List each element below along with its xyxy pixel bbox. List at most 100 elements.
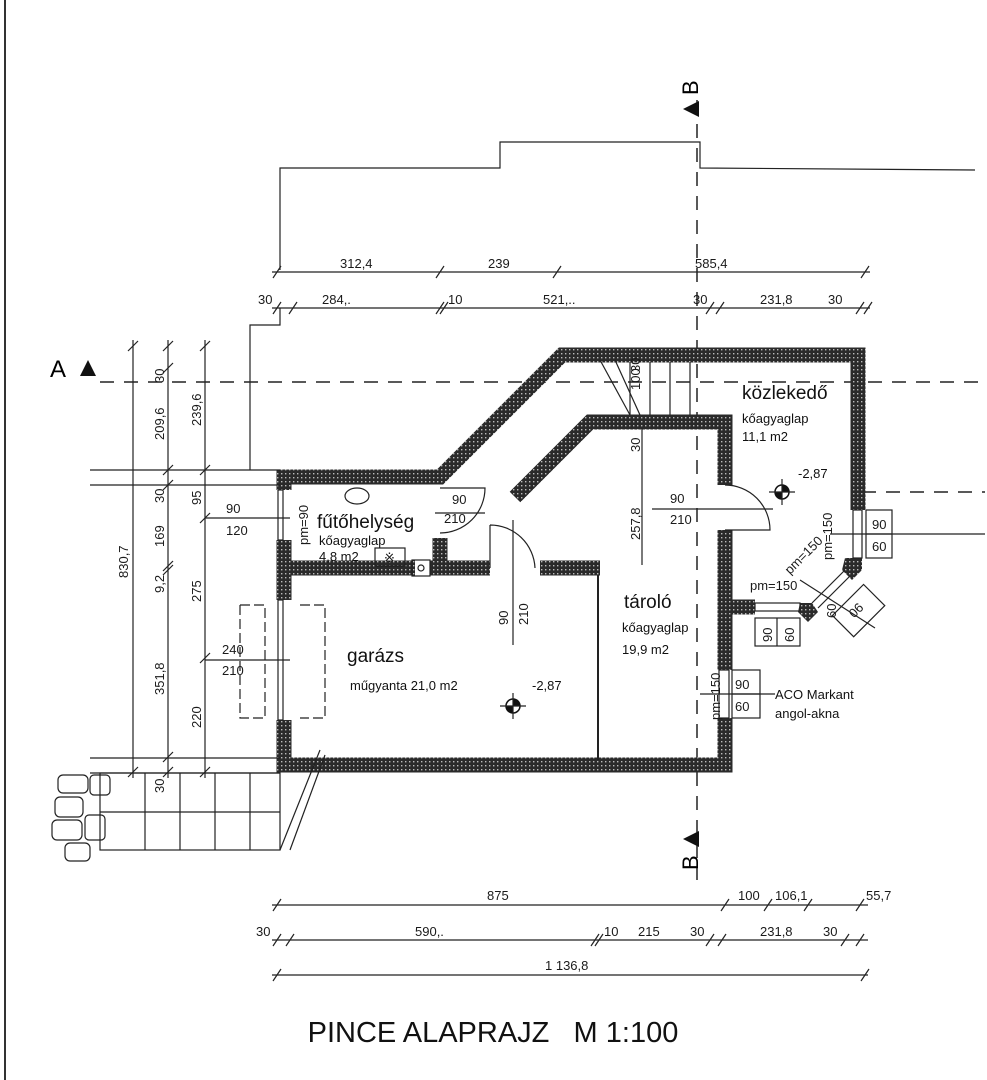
- svg-text:90: 90: [735, 677, 749, 692]
- svg-text:239,6: 239,6: [189, 393, 204, 426]
- svg-text:60: 60: [824, 604, 839, 618]
- stairs: [599, 359, 691, 416]
- svg-text:95: 95: [189, 491, 204, 505]
- svg-text:100: 100: [738, 888, 760, 903]
- triangle-icon: [683, 831, 699, 847]
- aco-annotation-2: angol-akna: [775, 706, 840, 721]
- svg-text:19,9 m2: 19,9 m2: [622, 642, 669, 657]
- svg-text:1 136,8: 1 136,8: [545, 958, 588, 973]
- svg-text:257,8: 257,8: [628, 507, 643, 540]
- svg-text:-2,87: -2,87: [798, 466, 828, 481]
- plan-title: PINCE ALAPRAJZ M 1:100: [308, 1017, 679, 1049]
- outdoor-steps: [51, 749, 326, 862]
- room-futohelyseg: fűtőhelység kőagyaglap 4,8 m2: [317, 512, 414, 564]
- svg-text:11,1 m2: 11,1 m2: [742, 429, 788, 444]
- level-marker-garage: -2,87: [500, 678, 562, 719]
- dim-bottom-1: 875 100 106,1 55,7: [272, 888, 891, 912]
- svg-text:220: 220: [189, 706, 204, 728]
- sink-icon: [344, 487, 370, 505]
- terrace-outline: [249, 308, 281, 470]
- svg-text:106,1: 106,1: [775, 888, 808, 903]
- svg-text:521,..: 521,..: [543, 292, 576, 307]
- room-kozlekedo: közlekedő kőagyaglap 11,1 m2: [742, 383, 828, 444]
- svg-text:590,.: 590,.: [415, 924, 444, 939]
- svg-text:90: 90: [846, 600, 867, 621]
- svg-text:pm=150: pm=150: [750, 578, 797, 593]
- svg-text:9,2: 9,2: [152, 575, 167, 593]
- walls: [276, 347, 866, 773]
- svg-text:fűtőhelység: fűtőhelység: [317, 512, 414, 533]
- svg-text:garázs: garázs: [347, 646, 404, 667]
- svg-text:830,7: 830,7: [116, 545, 131, 578]
- svg-text:10: 10: [448, 292, 462, 307]
- svg-text:120: 120: [226, 523, 248, 538]
- svg-text:284,.: 284,.: [322, 292, 351, 307]
- svg-text:90: 90: [670, 491, 684, 506]
- svg-text:55,7: 55,7: [866, 888, 891, 903]
- section-a-label: A: [50, 356, 66, 383]
- triangle-icon: [683, 101, 699, 117]
- svg-text:10: 10: [604, 924, 618, 939]
- svg-text:pm=150: pm=150: [782, 533, 826, 577]
- svg-text:210: 210: [670, 512, 692, 527]
- svg-text:60: 60: [782, 628, 797, 642]
- stair-dim: 100: [628, 368, 643, 390]
- svg-text:kőagyaglap: kőagyaglap: [742, 411, 809, 426]
- svg-text:90: 90: [452, 492, 466, 507]
- svg-text:231,8: 231,8: [760, 924, 793, 939]
- dim-bottom-3: 1 136,8: [272, 958, 870, 982]
- svg-text:231,8: 231,8: [760, 292, 793, 307]
- boiler-icon: [374, 547, 406, 567]
- svg-text:30: 30: [628, 438, 643, 452]
- svg-text:műgyanta 21,0 m2: műgyanta 21,0 m2: [350, 678, 458, 693]
- svg-text:közlekedő: közlekedő: [742, 383, 828, 404]
- svg-text:210: 210: [222, 663, 244, 678]
- svg-text:275: 275: [189, 580, 204, 602]
- svg-text:90: 90: [496, 611, 511, 625]
- svg-text:4,8 m2: 4,8 m2: [319, 549, 359, 564]
- svg-text:B: B: [678, 855, 703, 870]
- svg-text:30: 30: [152, 779, 167, 793]
- triangle-icon: [80, 360, 96, 376]
- svg-text:875: 875: [487, 888, 509, 903]
- svg-text:30: 30: [152, 369, 167, 383]
- svg-text:215: 215: [638, 924, 660, 939]
- room-garazs: garázs műgyanta 21,0 m2: [347, 646, 458, 693]
- svg-text:60: 60: [735, 699, 749, 714]
- upper-outline: [279, 141, 976, 270]
- svg-text:30: 30: [628, 358, 643, 372]
- svg-text:90: 90: [760, 628, 775, 642]
- svg-text:585,4: 585,4: [695, 256, 728, 271]
- svg-text:60: 60: [872, 539, 886, 554]
- svg-text:kőagyaglap: kőagyaglap: [622, 620, 689, 635]
- section-marker-a: A: [50, 356, 96, 383]
- svg-text:210: 210: [444, 511, 466, 526]
- doors: [239, 484, 771, 719]
- dim-left: 830,7 30 209,6 30 169 9,2 351,8 30 239,6…: [90, 340, 280, 793]
- svg-text:tároló: tároló: [624, 592, 672, 613]
- svg-text:30: 30: [256, 924, 270, 939]
- svg-text:169: 169: [152, 525, 167, 547]
- room-tarolo: tároló kőagyaglap 19,9 m2: [622, 592, 689, 657]
- svg-text:90: 90: [872, 517, 886, 532]
- svg-text:-2,87: -2,87: [532, 678, 562, 693]
- chimney-icon: [411, 559, 431, 577]
- level-marker-kozlekedo: -2,87: [769, 466, 828, 505]
- svg-text:209,6: 209,6: [152, 407, 167, 440]
- svg-text:240: 240: [222, 642, 244, 657]
- dim-bottom-2: 30 590,. 10 215 30 231,8 30: [256, 924, 868, 947]
- svg-text:30: 30: [258, 292, 272, 307]
- section-marker-b-bottom: B: [678, 831, 703, 870]
- svg-text:30: 30: [828, 292, 842, 307]
- svg-text:30: 30: [693, 292, 707, 307]
- svg-text:351,8: 351,8: [152, 662, 167, 695]
- svg-text:kőagyaglap: kőagyaglap: [319, 533, 386, 548]
- svg-text:pm=150: pm=150: [820, 513, 835, 560]
- svg-text:pm=90: pm=90: [296, 505, 311, 545]
- dim-top-2: 30 284,. 10 521,.. 30 231,8 30: [258, 292, 873, 315]
- svg-text:B: B: [678, 80, 703, 95]
- svg-text:30: 30: [823, 924, 837, 939]
- svg-text:312,4: 312,4: [340, 256, 373, 271]
- svg-text:239: 239: [488, 256, 510, 271]
